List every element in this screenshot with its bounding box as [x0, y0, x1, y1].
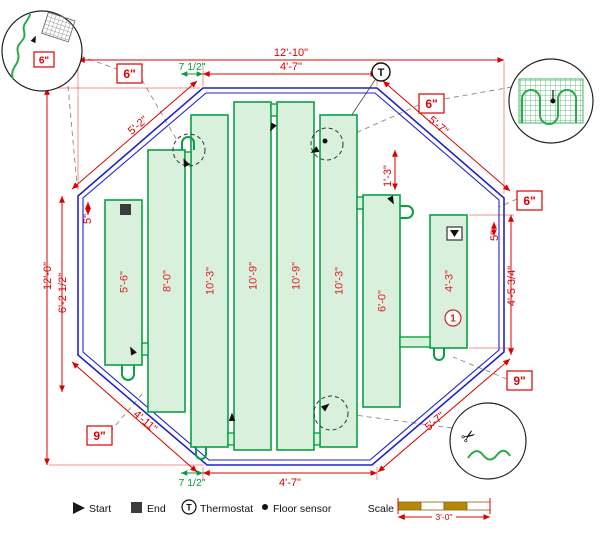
end-icon — [131, 502, 142, 513]
mat-label: 5'-6" — [119, 271, 131, 293]
offset-box-top-left: 6" — [116, 63, 143, 84]
mat-number-badge: 1 — [444, 309, 462, 327]
mat-strip-1: 5'-6" — [104, 199, 143, 366]
mat-label: 10'-3" — [205, 267, 217, 295]
dim-bottom-edge: 4'-7" — [279, 477, 301, 489]
cable-serpentine — [11, 13, 31, 80]
mat-label: 6'-0" — [377, 290, 389, 312]
svg-text:T: T — [186, 503, 192, 513]
dim-left-gap: 5" — [82, 214, 94, 224]
offset-box-top-right: 6" — [418, 93, 445, 114]
svg-text:6": 6" — [39, 56, 50, 67]
mat-strip-3: 10'-3" — [190, 114, 229, 448]
dim-top-edge: 4'-7" — [280, 61, 302, 73]
svg-text:T: T — [378, 67, 385, 79]
callout-top-left: 6" — [1, 10, 83, 92]
scale-bar: 3'-0" — [397, 498, 491, 522]
direction-arrow — [30, 35, 36, 44]
mat-label: 4'-3" — [444, 270, 456, 292]
dim-height: 12'-0" — [42, 262, 54, 290]
legend: Start End T Thermostat Floor sensor Scal… — [73, 498, 491, 522]
dim-right-inset: 1'-3" — [382, 165, 394, 187]
offset-boxes: 6" 6" 6" 9" 9" — [86, 63, 543, 446]
dimension-lines — [44, 57, 514, 476]
svg-text:6": 6" — [523, 194, 535, 208]
svg-text:6": 6" — [123, 67, 135, 81]
cable-serpentine — [521, 89, 577, 125]
legend-end-label: End — [147, 503, 166, 515]
scale-label: Scale — [368, 503, 394, 515]
end-marker — [120, 204, 131, 215]
dim-bottom-offset: 7 1/2" — [178, 477, 205, 489]
dim-right-partial: 4'-5 3/4" — [506, 266, 518, 306]
thermostat-symbol: T — [371, 62, 391, 82]
svg-text:1: 1 — [450, 314, 456, 325]
direction-arrows — [130, 122, 394, 421]
mat-strip-5: 10'-9" — [276, 101, 315, 451]
mat-piece-hatch — [41, 11, 76, 43]
heating-mats: 5'-6" 8'-0" 10'-3" 10'-9" 10'-9" 10'-3" … — [104, 101, 468, 460]
cable-wave — [467, 449, 511, 461]
mat-label: 10'-3" — [334, 267, 346, 295]
callout-bottom-right: ✂ — [449, 402, 527, 480]
legend-start-label: Start — [89, 503, 111, 515]
dim-top-offset: 7 1/2" — [178, 61, 205, 73]
floor-sensor-dot — [322, 138, 328, 144]
mat-strip-7: 6'-0" — [362, 194, 401, 408]
legend-floor-sensor-label: Floor sensor — [273, 503, 332, 515]
dim-overall-width: 12'-10" — [274, 47, 308, 59]
offset-box-bottom-right: 9" — [506, 370, 533, 391]
dim-left-partial: 6'-2 1/2" — [57, 273, 69, 313]
scale-length-label: 3'-0" — [436, 512, 453, 522]
svg-text:6": 6" — [425, 97, 437, 111]
legend-thermostat-label: Thermostat — [200, 503, 253, 515]
dim-diag-bottom-right: 5'-7" — [423, 410, 447, 433]
svg-text:9": 9" — [93, 429, 105, 443]
floor-sensor-dot — [550, 98, 556, 104]
offset-box-bottom-left: 9" — [86, 425, 113, 446]
dim-right-gap: 5" — [489, 231, 501, 241]
callout-right — [508, 58, 594, 144]
svg-text:9": 9" — [513, 374, 525, 388]
mat-label: 10'-9" — [248, 262, 260, 290]
mat-strip-4: 10'-9" — [233, 101, 272, 451]
mat-strip-6: 10'-3" — [319, 114, 358, 448]
start-icon — [73, 502, 85, 514]
floor-sensor-icon — [262, 504, 268, 510]
mat-label: 8'-0" — [162, 270, 174, 292]
start-marker — [446, 226, 463, 241]
dim-diag-top-left: 5'-2" — [126, 114, 150, 137]
offset-box-right: 6" — [516, 190, 543, 211]
callout-offset-box: 6" — [33, 51, 55, 68]
thermostat-icon: T — [181, 499, 197, 515]
mat-label: 10'-9" — [291, 262, 303, 290]
mat-strip-2: 8'-0" — [147, 149, 186, 413]
